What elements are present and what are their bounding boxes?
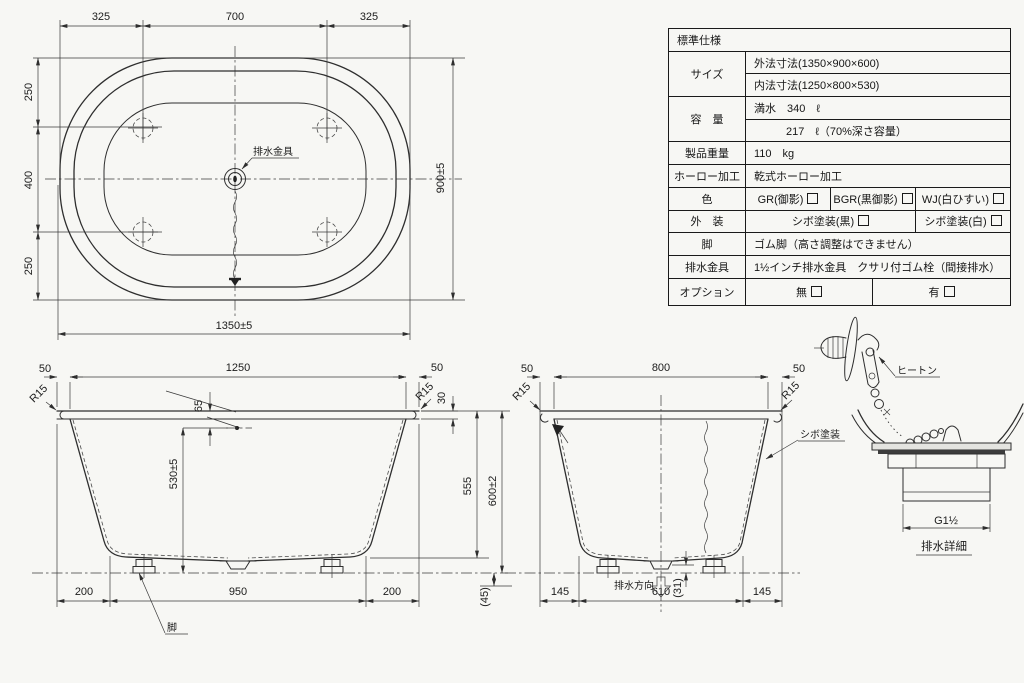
spec-color-bgr: BGR(黒御影) xyxy=(830,186,916,211)
plan-drain-fitting xyxy=(224,168,246,286)
spec-size-inner: 内法寸法(1250×800×530) xyxy=(745,73,1011,98)
option-none-checkbox xyxy=(811,286,822,297)
side-leg-label: 脚 xyxy=(167,621,177,634)
spec-weight-value: 110 kg xyxy=(745,141,1011,166)
dim-45: (45) xyxy=(479,587,491,607)
dim-side-200-right: 200 xyxy=(383,586,401,598)
option-yes: 有 xyxy=(872,278,1011,306)
option-none-text: 無 xyxy=(796,287,807,299)
dim-plan-900: 900±5 xyxy=(435,163,447,194)
spec-capacity-label: 容 量 xyxy=(668,96,746,143)
dim-end-610: 610 xyxy=(652,586,670,598)
drain-direction-label: 排水方向 xyxy=(614,579,654,592)
spec-exterior-black: シボ塗装(黒) xyxy=(745,209,916,234)
spec-exterior-label: 外 装 xyxy=(668,209,746,234)
spec-enamel-label: ホーロー加工 xyxy=(668,164,746,188)
plan-dimensions: 325 700 325 250 400 250 900±5 1350±5 排水金… xyxy=(23,11,465,340)
water-level-marker xyxy=(552,424,564,436)
height-dimensions: 555 600±2 (45) xyxy=(370,410,512,607)
dim-end-145-left: 145 xyxy=(551,586,569,598)
heaton-label: ヒートン xyxy=(897,365,937,377)
dim-600: 600±2 xyxy=(487,476,499,507)
plan-view: 325 700 325 250 400 250 900±5 1350±5 排水金… xyxy=(23,11,465,340)
spec-color-wj: WJ(白ひすい) xyxy=(915,186,1011,211)
dim-plan-700: 700 xyxy=(226,11,244,23)
side-drain xyxy=(219,560,257,570)
dim-end-50-left: 50 xyxy=(521,363,533,375)
spec-size-outer: 外法寸法(1350×900×600) xyxy=(745,50,1011,75)
dim-side-50-left: 50 xyxy=(39,363,51,375)
drain-fitting xyxy=(851,403,1024,502)
dim-side-30: 30 xyxy=(436,392,448,404)
option-label: オプション xyxy=(668,278,746,306)
color-wj-checkbox xyxy=(993,192,1005,204)
dim-side-r15-left: R15 xyxy=(27,382,50,405)
rim-curl-left xyxy=(539,413,549,423)
dim-end-r15-right: R15 xyxy=(779,379,802,402)
rim-curl-right xyxy=(411,410,417,420)
spec-enamel-value: 乾式ホーロー加工 xyxy=(745,164,1011,188)
plug-assembly xyxy=(814,316,944,448)
dim-end-r15-left: R15 xyxy=(510,380,533,403)
spec-color-gr: GR(御影) xyxy=(745,186,831,211)
plan-drain-label: 排水金具 xyxy=(253,145,293,158)
drain-detail-title: 排水詳細 xyxy=(921,539,967,553)
spec-drain-value: 1½インチ排水金具 クサリ付ゴム栓（間接排水） xyxy=(745,254,1011,279)
dim-plan-1350: 1350±5 xyxy=(216,320,253,332)
option-none: 無 xyxy=(745,278,873,306)
dim-side-50-right: 50 xyxy=(431,362,443,374)
dim-plan-250-top: 250 xyxy=(23,83,35,101)
spec-leg-label: 脚 xyxy=(668,232,746,256)
spec-weight-label: 製品重量 xyxy=(668,141,746,166)
dim-plan-325-left: 325 xyxy=(92,11,110,23)
chain-wavy-line xyxy=(704,420,708,554)
dim-side-950: 950 xyxy=(229,586,247,598)
color-bgr-checkbox xyxy=(901,192,913,204)
dim-side-1250: 1250 xyxy=(226,362,250,374)
dim-555: 555 xyxy=(462,477,474,495)
spec-title: 標準仕様 xyxy=(668,28,1011,52)
color-bgr-text: BGR(黒御影) xyxy=(833,193,898,206)
spec-capacity-70: 217 ℓ（70%深さ容量） xyxy=(745,118,1011,143)
exterior-white-text: シボ塗装(白) xyxy=(924,216,987,229)
color-gr-checkbox xyxy=(807,192,819,204)
spec-exterior-white: シボ塗装(白) xyxy=(915,209,1011,234)
dim-plan-400: 400 xyxy=(23,171,35,189)
color-wj-text: WJ(白ひすい) xyxy=(921,193,990,206)
dim-plan-325-right: 325 xyxy=(360,11,378,23)
dim-end-800: 800 xyxy=(652,362,670,374)
option-yes-text: 有 xyxy=(928,287,940,299)
option-yes-checkbox xyxy=(943,286,955,297)
side-view: 50 1250 50 R15 R15 30 65 530±5 xyxy=(27,362,508,635)
spec-color-label: 色 xyxy=(668,186,746,211)
exterior-white-checkbox xyxy=(990,215,1002,227)
dim-side-r15-right: R15 xyxy=(413,380,436,403)
dim-end-31: (31) xyxy=(672,578,684,598)
dim-plan-250-bottom: 250 xyxy=(23,257,35,275)
drain-direction-arrow xyxy=(650,576,672,598)
rim-curl-left xyxy=(59,410,65,420)
option-table: オプション 無 有 xyxy=(668,278,1011,306)
spec-drain-label: 排水金具 xyxy=(668,254,746,279)
rim-curl-right xyxy=(773,413,783,423)
color-gr-text: GR(御影) xyxy=(757,193,804,206)
dim-thread-g1half: G1½ xyxy=(934,515,958,527)
end-dimensions: 50 800 50 R15 R15 145 610 145 (31) 排水方向 … xyxy=(510,362,845,607)
spec-leg-value: ゴム脚（高さ調整はできません） xyxy=(745,232,1011,256)
exterior-black-text: シボ塗装(黒) xyxy=(791,216,855,229)
texture-label: シボ塗装 xyxy=(800,428,840,441)
dim-side-65: 65 xyxy=(193,400,205,412)
dim-side-200-left: 200 xyxy=(75,586,93,598)
drain-detail: ヒートン G1½ 排水詳細 xyxy=(814,316,1024,556)
dim-end-145-right: 145 xyxy=(753,586,771,598)
spec-capacity-full: 満水 340 ℓ xyxy=(745,96,1011,120)
end-view: 50 800 50 R15 R15 145 610 145 (31) 排水方向 … xyxy=(505,362,845,612)
spec-size-label: サイズ xyxy=(668,50,746,98)
exterior-black-checkbox xyxy=(858,215,870,227)
dim-end-50-right: 50 xyxy=(793,363,805,375)
spec-table: 標準仕様 サイズ 外法寸法(1350×900×600) 内法寸法(1250×80… xyxy=(668,28,1011,279)
dim-side-530: 530±5 xyxy=(168,459,180,490)
